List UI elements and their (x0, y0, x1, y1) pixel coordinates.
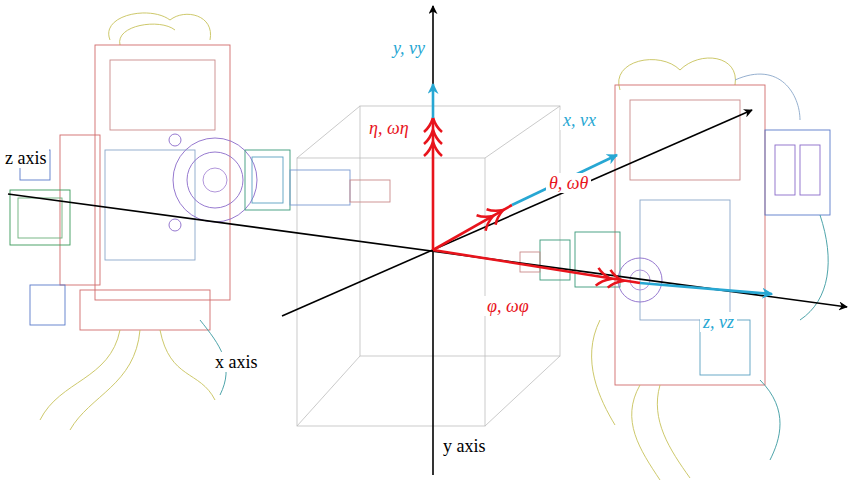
right-mechanism-part (765, 130, 830, 215)
left-mechanism-part (18, 198, 62, 238)
left-mechanism-part (173, 138, 257, 222)
right-mechanism-part (575, 232, 620, 287)
right-mechanism-part (657, 385, 690, 478)
left-mechanism-part (252, 157, 283, 203)
left-mechanism-part (169, 219, 181, 231)
left-mechanism-part (187, 152, 243, 208)
left-mechanism-part (95, 45, 230, 300)
right-mechanism-part (615, 85, 765, 385)
right-mechanism-part (592, 320, 615, 425)
rotation-marks-part (424, 142, 442, 156)
right-mechanism-part (800, 145, 820, 195)
translation-axes-part (512, 155, 617, 205)
rotation-label: θ, ωθ (546, 173, 591, 193)
left-mechanism-part (70, 330, 140, 430)
translation-axes-part (432, 84, 435, 118)
rotation-label: φ, ωφ (484, 296, 532, 316)
left-mechanism-part (290, 170, 350, 205)
left-mechanism-part (120, 24, 175, 45)
axis-label: y axis (440, 436, 489, 456)
left-mechanism-part (40, 330, 120, 420)
right-mechanism-part (540, 240, 570, 280)
left-mechanism-part (60, 135, 100, 285)
velocity-label: y, vy (390, 38, 428, 58)
left-mechanism-part (30, 285, 65, 325)
reference-cube-part (485, 356, 560, 426)
reference-cube-part (297, 106, 360, 158)
rotation-label: η, ωη (366, 118, 412, 138)
rotation-marks (424, 118, 624, 290)
reference-cube (297, 106, 560, 426)
translation-axes (433, 84, 772, 294)
left-mechanism-part (110, 60, 215, 130)
coordinate-axes-part (432, 6, 434, 475)
coordinate-axes-part (8, 194, 847, 307)
left-mechanism-part (203, 168, 227, 192)
reference-cube-part (360, 106, 560, 356)
coordinate-axes (8, 6, 847, 475)
left-mechanism-part (169, 134, 181, 146)
right-mechanism-part (775, 145, 795, 195)
left-mechanism-part (80, 290, 210, 330)
translation-axes-part (640, 283, 772, 294)
right-mechanism-part (632, 385, 660, 480)
left-mechanism-part (350, 180, 390, 202)
left-mechanism-part (109, 13, 211, 40)
coordinate-axes-part (282, 110, 752, 316)
reference-cube-part (485, 106, 560, 158)
rotation-marks-part (608, 270, 625, 290)
rotation-axes (433, 118, 640, 283)
left-mechanism-part (160, 330, 215, 400)
left-mechanism (10, 13, 390, 430)
velocity-label: x, vx (560, 110, 599, 130)
axis-label: x axis (212, 352, 261, 372)
axis-label: z axis (2, 148, 49, 168)
reference-cube-part (297, 158, 485, 426)
rotation-marks-part (487, 202, 508, 225)
left-mechanism-part (245, 150, 290, 210)
right-mechanism-part (760, 380, 780, 460)
rotation-axes-part (432, 118, 435, 250)
right-mechanism-part (640, 200, 730, 320)
velocity-label: z, vz (700, 312, 737, 332)
right-mechanism-part (520, 252, 540, 272)
reference-cube-part (297, 356, 360, 426)
